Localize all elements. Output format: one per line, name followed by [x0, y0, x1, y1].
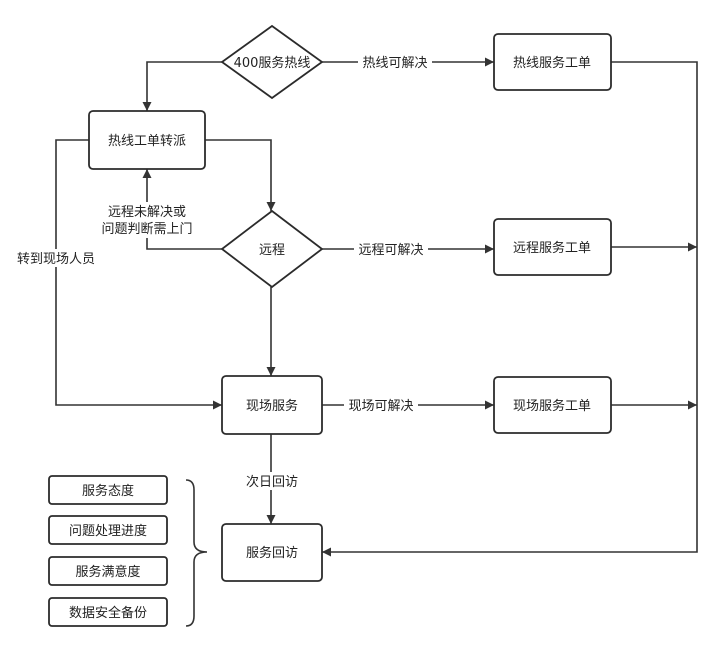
- revisit-item-text: 服务满意度: [75, 564, 140, 580]
- label-remote-unresolved-1: 远程未解决或: [108, 205, 186, 220]
- node-hotline-ticket-box: 热线服务工单: [493, 33, 612, 91]
- node-onsite-box: 现场服务: [221, 375, 323, 435]
- node-revisit-text: 服务回访: [246, 545, 298, 561]
- revisit-item-text: 数据安全备份: [69, 605, 147, 621]
- node-hotline-diamond: 400服务热线: [220, 24, 324, 100]
- label-remote-resolved: 远程可解决: [358, 243, 423, 258]
- label-to-onsite-staff: 转到现场人员: [17, 252, 95, 267]
- revisit-item-satisfaction: 服务满意度: [48, 556, 168, 586]
- node-dispatch-box: 热线工单转派: [88, 110, 206, 170]
- revisit-item-attitude: 服务态度: [48, 475, 168, 505]
- edge-hotline-ticket-to-revisit: [322, 61, 698, 557]
- node-onsite-text: 现场服务: [246, 398, 298, 414]
- node-dispatch-text: 热线工单转派: [108, 134, 186, 149]
- node-onsite-ticket-box: 现场服务工单: [493, 376, 612, 434]
- node-remote-ticket-box: 远程服务工单: [493, 218, 612, 276]
- node-revisit-box: 服务回访: [221, 523, 323, 582]
- edge-dispatch-to-remote: [205, 139, 276, 211]
- node-hotline-text: 400服务热线: [234, 55, 311, 71]
- node-remote-text: 远程: [259, 243, 285, 258]
- revisit-item-progress: 问题处理进度: [48, 515, 168, 545]
- revisit-item-text: 问题处理进度: [69, 523, 147, 539]
- node-onsite-ticket-text: 现场服务工单: [513, 398, 591, 414]
- edge-remote-to-dispatch: [142, 169, 222, 250]
- revisit-item-backup: 数据安全备份: [48, 597, 168, 627]
- revisit-item-text: 服务态度: [82, 483, 134, 499]
- label-remote-unresolved-2: 问题判断需上门: [101, 222, 192, 237]
- label-hotline-resolved: 热线可解决: [362, 56, 427, 71]
- label-next-day-revisit: 次日回访: [246, 474, 298, 490]
- label-onsite-resolved: 现场可解决: [348, 399, 413, 414]
- node-remote-ticket-text: 远程服务工单: [513, 240, 591, 256]
- node-remote-diamond: 远程: [220, 209, 324, 289]
- curly-brace: [185, 479, 208, 627]
- edge-hotline-to-dispatch: [142, 61, 222, 111]
- edge-dispatch-to-onsite: [55, 139, 222, 410]
- node-hotline-ticket-text: 热线服务工单: [513, 55, 591, 71]
